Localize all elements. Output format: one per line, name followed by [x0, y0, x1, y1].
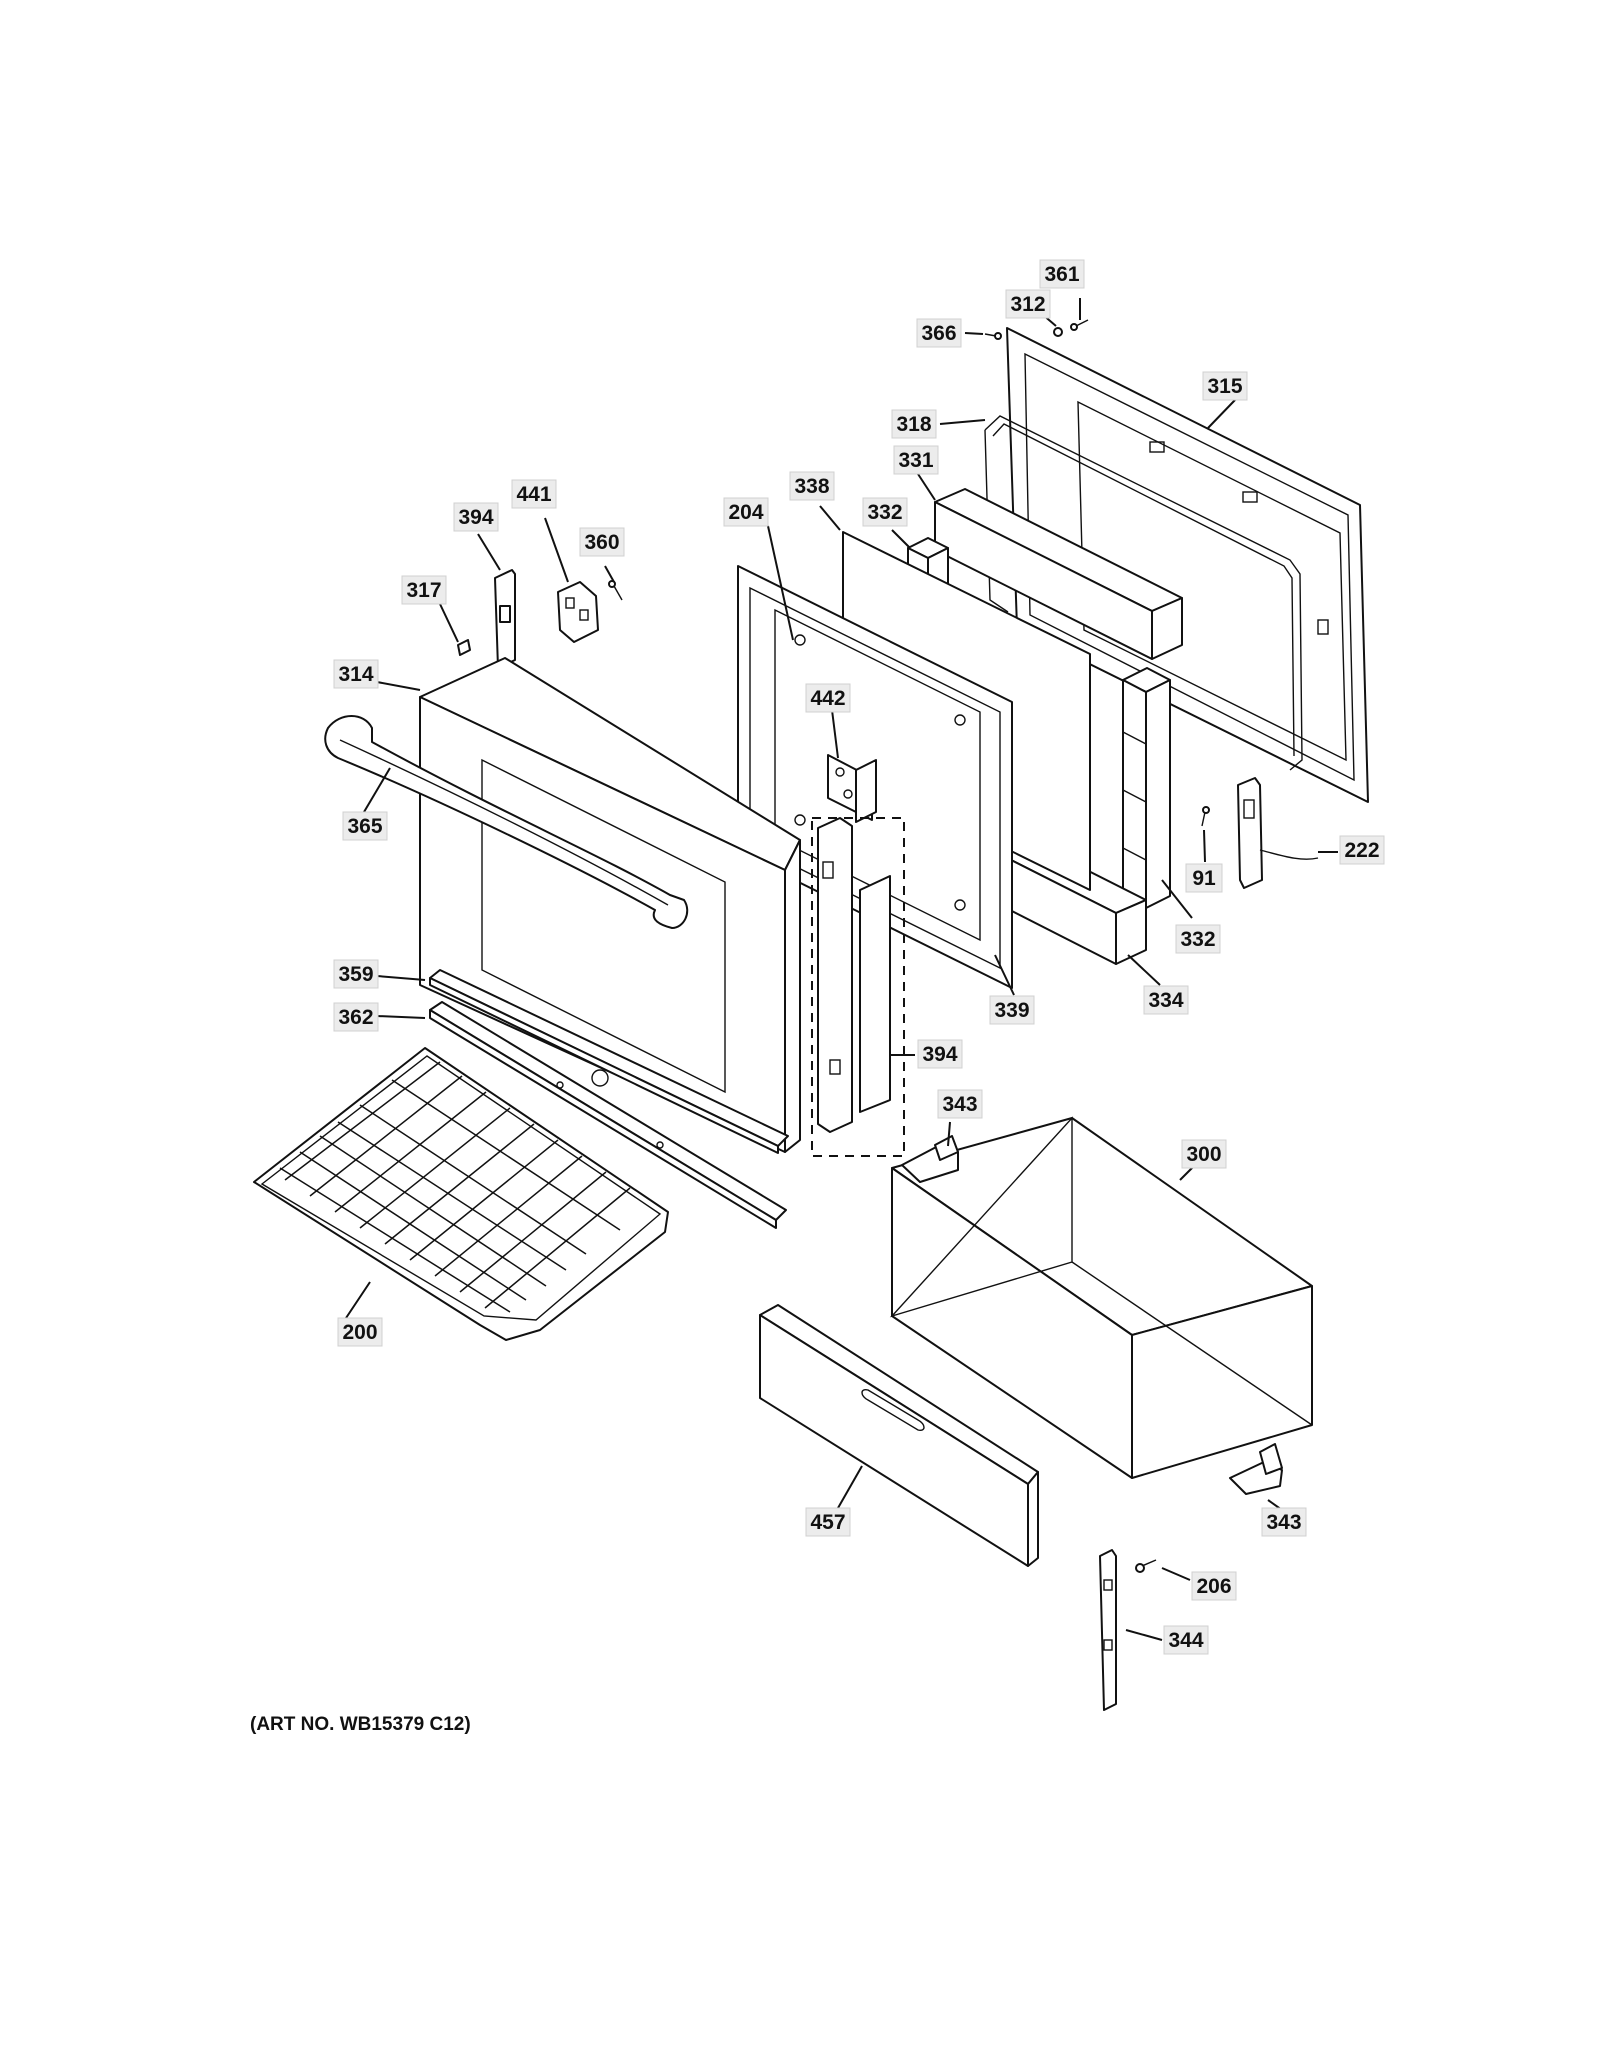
- callout-359: 359: [333, 959, 379, 989]
- svg-text:360: 360: [584, 531, 619, 554]
- svg-text:394: 394: [458, 506, 493, 529]
- svg-text:343: 343: [1266, 1511, 1301, 1534]
- screw-366-part: [984, 332, 1002, 340]
- callout-339: 339: [989, 995, 1035, 1025]
- screw-360-part: [608, 580, 623, 601]
- callout-338: 338: [789, 471, 835, 501]
- svg-text:200: 200: [342, 1321, 377, 1344]
- svg-text:204: 204: [728, 501, 763, 524]
- svg-text:344: 344: [1168, 1629, 1203, 1652]
- door-trim-359-part: [429, 969, 789, 1154]
- svg-text:343: 343: [942, 1093, 977, 1116]
- callout-206: 206: [1191, 1571, 1237, 1601]
- svg-text:339: 339: [994, 999, 1029, 1022]
- screw-206-part: [1135, 1559, 1157, 1573]
- callout-204: 204: [723, 497, 769, 527]
- callout-361: 361: [1039, 259, 1085, 289]
- callout-318: 318: [891, 409, 937, 439]
- warming-drawer-300-part: [889, 1116, 1313, 1479]
- svg-text:366: 366: [921, 322, 956, 345]
- svg-text:206: 206: [1196, 1575, 1231, 1598]
- svg-text:332: 332: [1180, 928, 1215, 951]
- dashed-assembly-boundary: [811, 817, 905, 1157]
- svg-text:365: 365: [347, 815, 382, 838]
- svg-text:315: 315: [1207, 375, 1242, 398]
- svg-text:442: 442: [810, 687, 845, 710]
- svg-text:394: 394: [922, 1043, 957, 1066]
- callout-365: 365: [342, 811, 388, 841]
- insulation-331-part: [934, 488, 1183, 660]
- svg-text:300: 300: [1186, 1143, 1221, 1166]
- callout-366: 366: [916, 318, 962, 348]
- callout-394-top: 394: [453, 502, 499, 532]
- oven-rack-200-part: [253, 1047, 669, 1341]
- door-trim-362-part: [429, 1001, 787, 1229]
- callout-457: 457: [805, 1507, 851, 1537]
- callout-315: 315: [1202, 371, 1248, 401]
- callout-314: 314: [333, 659, 379, 689]
- callout-332-upper: 332: [862, 497, 908, 527]
- svg-text:318: 318: [896, 413, 931, 436]
- callout-200: 200: [337, 1317, 383, 1347]
- callout-362: 362: [333, 1002, 379, 1032]
- svg-text:91: 91: [1192, 867, 1216, 890]
- svg-text:314: 314: [338, 663, 373, 686]
- insulation-332-right-part: [1122, 667, 1171, 909]
- svg-text:457: 457: [810, 1511, 845, 1534]
- callout-334: 334: [1143, 985, 1189, 1015]
- screw-361-part: [1070, 319, 1089, 331]
- callout-343-lower: 343: [1261, 1507, 1307, 1537]
- door-side-channel-394-part: [817, 817, 891, 1133]
- hinge-bracket-442-part: [827, 754, 877, 823]
- clip-317-part: [457, 639, 471, 656]
- svg-text:331: 331: [898, 449, 933, 472]
- callout-360: 360: [579, 527, 625, 557]
- callout-91: 91: [1185, 863, 1223, 893]
- callout-344: 344: [1163, 1625, 1209, 1655]
- callout-442: 442: [805, 683, 851, 713]
- hinge-channel-394-top-part: [494, 569, 516, 669]
- callout-312: 312: [1005, 289, 1051, 319]
- svg-text:338: 338: [794, 475, 829, 498]
- door-handle-365-part: [324, 715, 689, 929]
- callout-300: 300: [1181, 1139, 1227, 1169]
- drawer-slide-344-part: [1099, 1549, 1117, 1711]
- svg-text:312: 312: [1010, 293, 1045, 316]
- screw-91-part: [1201, 806, 1210, 827]
- svg-text:222: 222: [1344, 839, 1379, 862]
- drawer-front-457-part: [759, 1304, 1039, 1567]
- svg-text:317: 317: [406, 579, 441, 602]
- art-number-caption: (ART NO. WB15379 C12): [250, 1714, 471, 1735]
- drawer-glide-343-lower-part: [1229, 1443, 1283, 1495]
- door-gasket-part: [984, 415, 1303, 771]
- svg-text:332: 332: [867, 501, 902, 524]
- callout-332-lower: 332: [1175, 924, 1221, 954]
- drawer-glide-343-upper-part: [901, 1135, 959, 1183]
- svg-text:441: 441: [516, 483, 551, 506]
- svg-text:362: 362: [338, 1006, 373, 1029]
- callout-331: 331: [893, 445, 939, 475]
- callout-317: 317: [401, 575, 447, 605]
- washer-312-part: [1053, 327, 1063, 337]
- svg-text:361: 361: [1044, 263, 1079, 286]
- callout-343-upper: 343: [937, 1089, 983, 1119]
- rack-wires: [279, 1079, 621, 1313]
- svg-text:334: 334: [1148, 989, 1183, 1012]
- door-hinge-222-part: [1237, 777, 1319, 889]
- callout-441: 441: [511, 479, 557, 509]
- hinge-441-part: [557, 581, 599, 643]
- outer-door-glass-314-part: [419, 657, 801, 1153]
- callout-394-lower: 394: [917, 1039, 963, 1069]
- svg-text:359: 359: [338, 963, 373, 986]
- callout-222: 222: [1339, 835, 1385, 865]
